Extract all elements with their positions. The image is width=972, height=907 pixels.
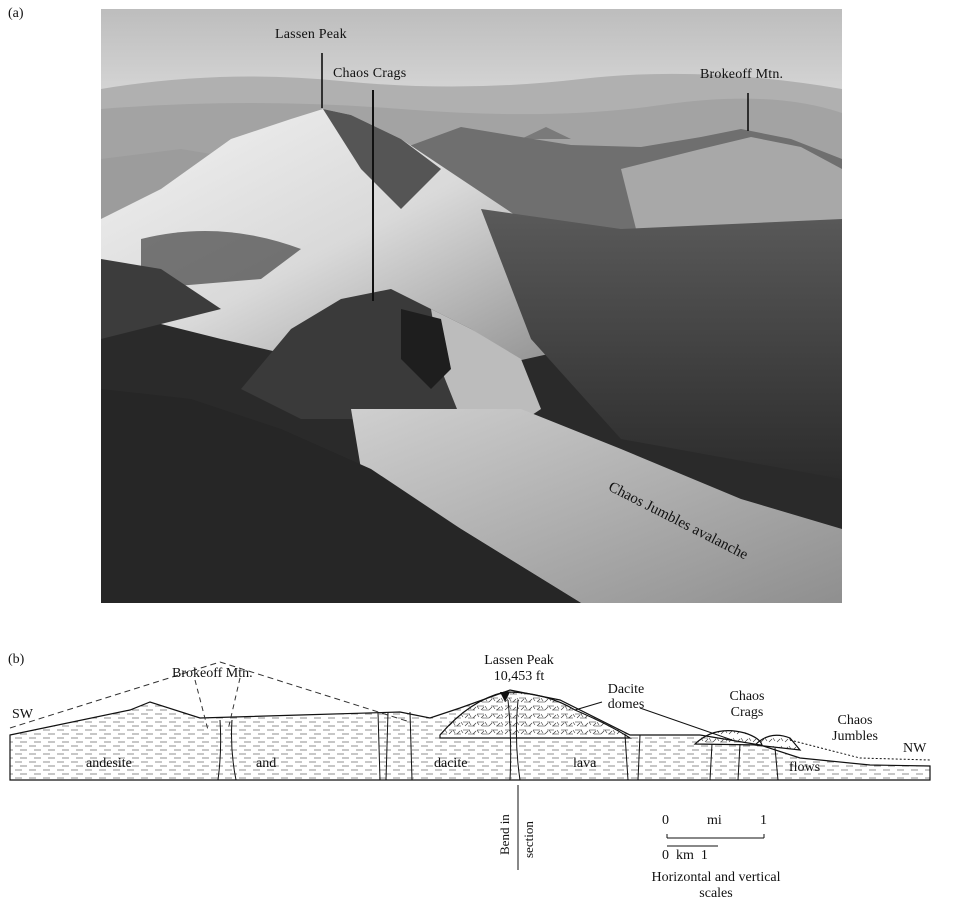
panel-a-label: (a) <box>8 6 24 22</box>
scale-caption-line1: Horizontal and vertical <box>626 870 806 886</box>
section-label-chaos-jumbles-2: Jumbles <box>825 729 885 745</box>
scale-mi-unit: mi <box>707 813 722 829</box>
rock-label-lava: lava <box>573 756 596 772</box>
rock-label-flows: flows <box>789 760 820 776</box>
photo-leader-lines <box>101 9 842 603</box>
scale-caption-line2: scales <box>626 886 806 902</box>
scale-km: 0 km 1 <box>662 848 708 864</box>
section-label-brokeoff: Brokeoff Mtn. <box>172 666 253 682</box>
scale-mi-one: 1 <box>760 813 767 829</box>
section-label-chaos-crags-2: Crags <box>717 705 777 721</box>
section-label-lassen-peak: Lassen Peak <box>474 653 564 669</box>
aerial-photo: Lassen Peak Chaos Crags Brokeoff Mtn. Ch… <box>101 9 842 603</box>
chaos-crags-dome-1 <box>695 731 762 745</box>
photo-label-lassen-peak: Lassen Peak <box>275 27 347 43</box>
bend-label-line1: Bend in <box>497 814 513 855</box>
rock-label-and: and <box>256 756 276 772</box>
rock-label-dacite: dacite <box>434 756 467 772</box>
section-label-domes: domes <box>596 697 656 713</box>
direction-nw: NW <box>903 741 926 757</box>
section-label-chaos-jumbles-1: Chaos <box>825 713 885 729</box>
photo-label-chaos-crags: Chaos Crags <box>333 66 406 82</box>
bend-label-line2: section <box>521 821 537 858</box>
section-label-dacite: Dacite <box>596 682 656 698</box>
scale-mi-zero: 0 <box>662 813 669 829</box>
section-label-lassen-elevation: 10,453 ft <box>474 669 564 685</box>
rock-label-andesite: andesite <box>86 756 132 772</box>
scale-bars <box>667 834 764 846</box>
direction-sw: SW <box>12 707 33 723</box>
section-label-chaos-crags-1: Chaos <box>717 689 777 705</box>
photo-label-brokeoff-mtn: Brokeoff Mtn. <box>700 67 783 83</box>
